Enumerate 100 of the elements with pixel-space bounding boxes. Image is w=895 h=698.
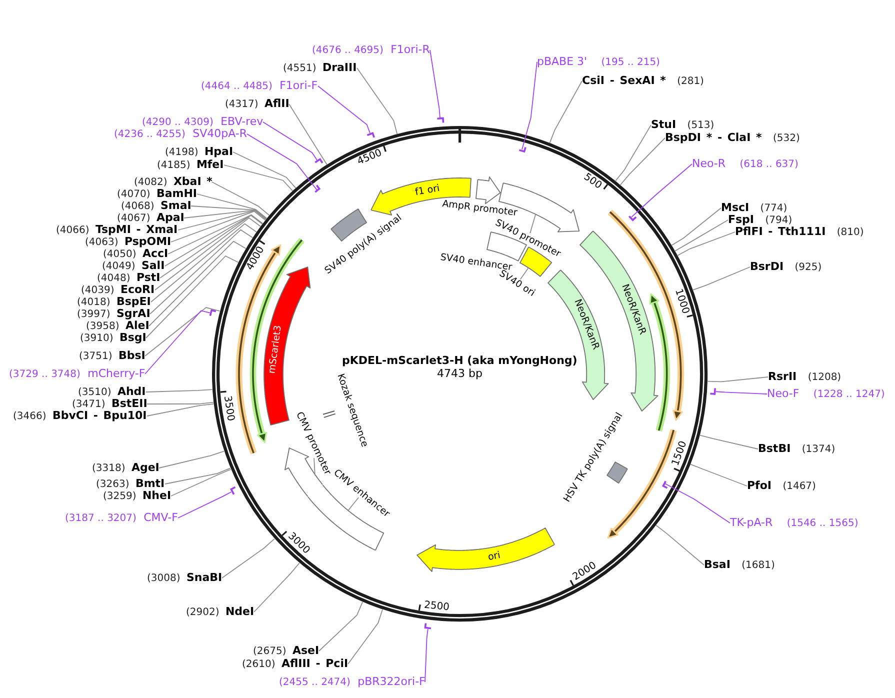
scale-number: 3500 [220, 394, 236, 422]
feature-label: f1 ori [414, 183, 440, 198]
leader-line [520, 267, 530, 280]
leader-line [170, 210, 266, 242]
restriction-site-label: (3471) BstEII [72, 397, 148, 411]
leader-line [144, 307, 220, 356]
leader-line [262, 122, 318, 161]
leader-line [318, 86, 370, 134]
leader-line [246, 134, 318, 190]
leader-line [146, 403, 214, 416]
scale-number: 2500 [423, 600, 450, 614]
restriction-site-label: (2675) AseI [253, 644, 320, 658]
primer-label: (3729 .. 3748) mCherry-F [9, 367, 146, 381]
leader-line [224, 164, 294, 192]
primer-binding-mark [424, 622, 432, 630]
leader-line [318, 602, 363, 652]
primer-binding-mark [708, 387, 716, 396]
restriction-site-label: MscI (774) [721, 201, 788, 215]
primer-label: (3187 .. 3207) CMV-F [65, 511, 178, 525]
primer-label: (2455 .. 2474) pBR322ori-F [279, 675, 426, 689]
restriction-site-label: (3510) AhdI [78, 385, 146, 399]
restriction-site-label: (4018) BspEI [77, 295, 151, 309]
leader-line [164, 214, 263, 266]
leader-line [148, 240, 246, 326]
primer-label: Neo-R (618 .. 637) [692, 157, 798, 171]
restriction-site-label: (3958) AleI [86, 319, 150, 333]
restriction-site-label: (4049) SalI [102, 259, 165, 273]
primer-label: (4676 .. 4695) F1ori-R [312, 43, 430, 57]
leader-line [424, 628, 428, 682]
restriction-site-label: (4317) AflII [225, 97, 290, 111]
plasmid-name: pKDEL-mScarlet3-H (aka mYongHong) [342, 354, 578, 366]
primer-binding-mark [230, 486, 236, 496]
restriction-site-label: (4068) SmaI [121, 199, 192, 213]
restriction-site-label: (4551) DraIII [283, 61, 357, 75]
feature-label: ori [487, 550, 502, 564]
leader-line [430, 50, 440, 118]
restriction-site-label: BsrDI (925) [750, 260, 822, 274]
primer-label: TK-pA-R (1546 .. 1565) [730, 516, 858, 530]
restriction-site-label: (3910) BsgI [80, 331, 146, 345]
restriction-site-label: (3259) NheI [103, 489, 172, 503]
restriction-site-label: (4067) ApaI [117, 211, 184, 225]
leader-line [690, 464, 748, 486]
leader-line [715, 391, 768, 394]
leader-line [692, 266, 750, 291]
leader-line [222, 538, 275, 578]
scale-number: 4000 [245, 244, 268, 272]
leader-line [164, 468, 231, 484]
leader-line [348, 609, 383, 664]
plasmid-size: 4743 bp [437, 366, 482, 380]
restriction-site-label: (4185) MfeI [157, 158, 224, 172]
leader-line [699, 434, 758, 450]
leader-line [168, 214, 264, 254]
primer-binding-mark [366, 132, 376, 138]
restriction-site-label: BsaI (1681) [704, 558, 775, 572]
leader-line [154, 217, 261, 290]
restriction-site-label: (4198) HpaI [165, 145, 234, 159]
leader-line [146, 255, 239, 338]
leader-line [184, 210, 267, 220]
restriction-site-label: (4082) XbaI * [134, 175, 212, 189]
restriction-site-label: PflFI - Tth111I (810) [735, 225, 864, 239]
directional-feature-band [416, 527, 556, 573]
leader-line [288, 104, 328, 166]
primer-binding-mark [208, 309, 218, 318]
leader-line [549, 80, 582, 144]
restriction-site-label: (4070) BamHI [117, 187, 198, 201]
leader-line [614, 124, 652, 182]
restriction-site-label: (4048) PstI [97, 271, 160, 285]
feature-label: AmpR promoter [441, 198, 518, 218]
leader-line [254, 562, 300, 612]
leader-line [178, 492, 232, 518]
leader-line [348, 497, 359, 512]
leader-line [146, 389, 213, 392]
leader-line [160, 214, 263, 278]
primer-binding-mark [518, 146, 527, 152]
restriction-site-label: (3318) AgeI [92, 461, 160, 475]
leader-line [674, 220, 728, 252]
scale-number: 4500 [356, 148, 384, 168]
leader-line [620, 138, 666, 186]
leader-line [150, 223, 257, 302]
restriction-site-label: (3751) BbsI [79, 349, 146, 363]
primer-label: Neo-F (1228 .. 1247) [767, 387, 885, 401]
leader-line [314, 458, 316, 476]
leader-line [631, 164, 692, 218]
leader-line [150, 229, 254, 314]
primer-binding-mark [628, 214, 638, 221]
restriction-site-label: (3263) BmtI [96, 477, 165, 491]
leader-line [212, 182, 270, 216]
feature-label: mScarlet3 [266, 324, 284, 374]
leader-line [232, 152, 296, 188]
restriction-site-label: CsiI - SexAI * (281) [582, 74, 704, 88]
primer-binding-mark [314, 184, 321, 194]
leader-line [190, 206, 267, 220]
restriction-site-label: (4063) PspOMI [85, 235, 172, 249]
primer-binding-mark [314, 158, 324, 164]
scale-number: 500 [582, 171, 604, 192]
primer-label: pBABE 3' (195 .. 215) [537, 55, 660, 69]
restriction-site-label: RsrII (1208) [768, 370, 842, 384]
restriction-site-label: (3466) BbvCI - Bpu10I [13, 409, 147, 423]
primer-binding-mark [662, 480, 668, 489]
restriction-site-label: (4066) TspMI - XmaI [56, 223, 178, 237]
